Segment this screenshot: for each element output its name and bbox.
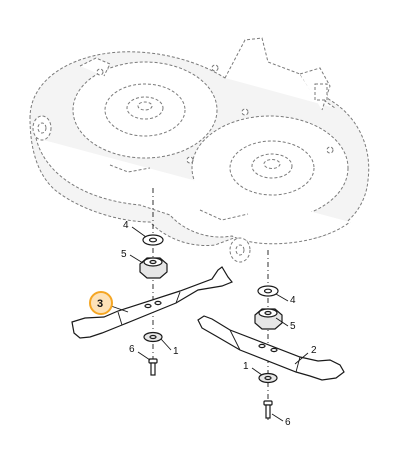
deck-bolt <box>211 64 219 72</box>
deck-bolt <box>96 68 104 76</box>
deck-discharge-rib <box>109 164 151 173</box>
callout-washer-upper-right: 4 <box>290 295 296 306</box>
highlight-ring <box>89 291 113 315</box>
callout-bolt-left: 6 <box>129 344 135 355</box>
callout-hub-right: 5 <box>290 321 296 332</box>
deck-bolt <box>326 146 334 154</box>
callout-labels: 4 5 3 1 6 4 5 2 1 6 <box>89 220 317 428</box>
callout-blade-right: 2 <box>311 345 317 356</box>
washer-upper-right <box>257 285 279 297</box>
roller-hub-left <box>37 122 47 134</box>
washer-lower-left <box>143 331 163 343</box>
spindle-hub-left <box>137 101 153 111</box>
hitch-pin-block <box>314 83 328 101</box>
blade-bolt-left <box>148 358 158 376</box>
mower-deck-housing <box>29 37 370 263</box>
callout-leaders <box>110 226 309 422</box>
deck-discharge-rib <box>199 209 249 221</box>
blade-bolt-right <box>263 400 273 419</box>
mower-blade-right <box>197 315 345 381</box>
callout-bolt-right: 6 <box>285 417 291 428</box>
roller-hub-right <box>235 244 245 256</box>
washer-lower-right <box>258 372 278 384</box>
mower-blade-left <box>71 266 233 339</box>
deck-bolt <box>186 156 194 164</box>
blade-hub-right <box>254 308 283 330</box>
spindle-hub-right <box>263 159 281 169</box>
callout-washer-lower-left: 1 <box>173 346 179 357</box>
blade-hub-left <box>139 257 168 279</box>
deck-skirt <box>35 137 351 245</box>
deck-bolt <box>241 108 249 116</box>
callout-hub-left: 5 <box>121 249 127 260</box>
callout-blade-left: 3 <box>97 298 103 310</box>
washer-upper-left <box>142 234 164 246</box>
callout-washer-upper-left: 4 <box>123 220 129 231</box>
callout-washer-lower-right: 1 <box>243 361 249 372</box>
